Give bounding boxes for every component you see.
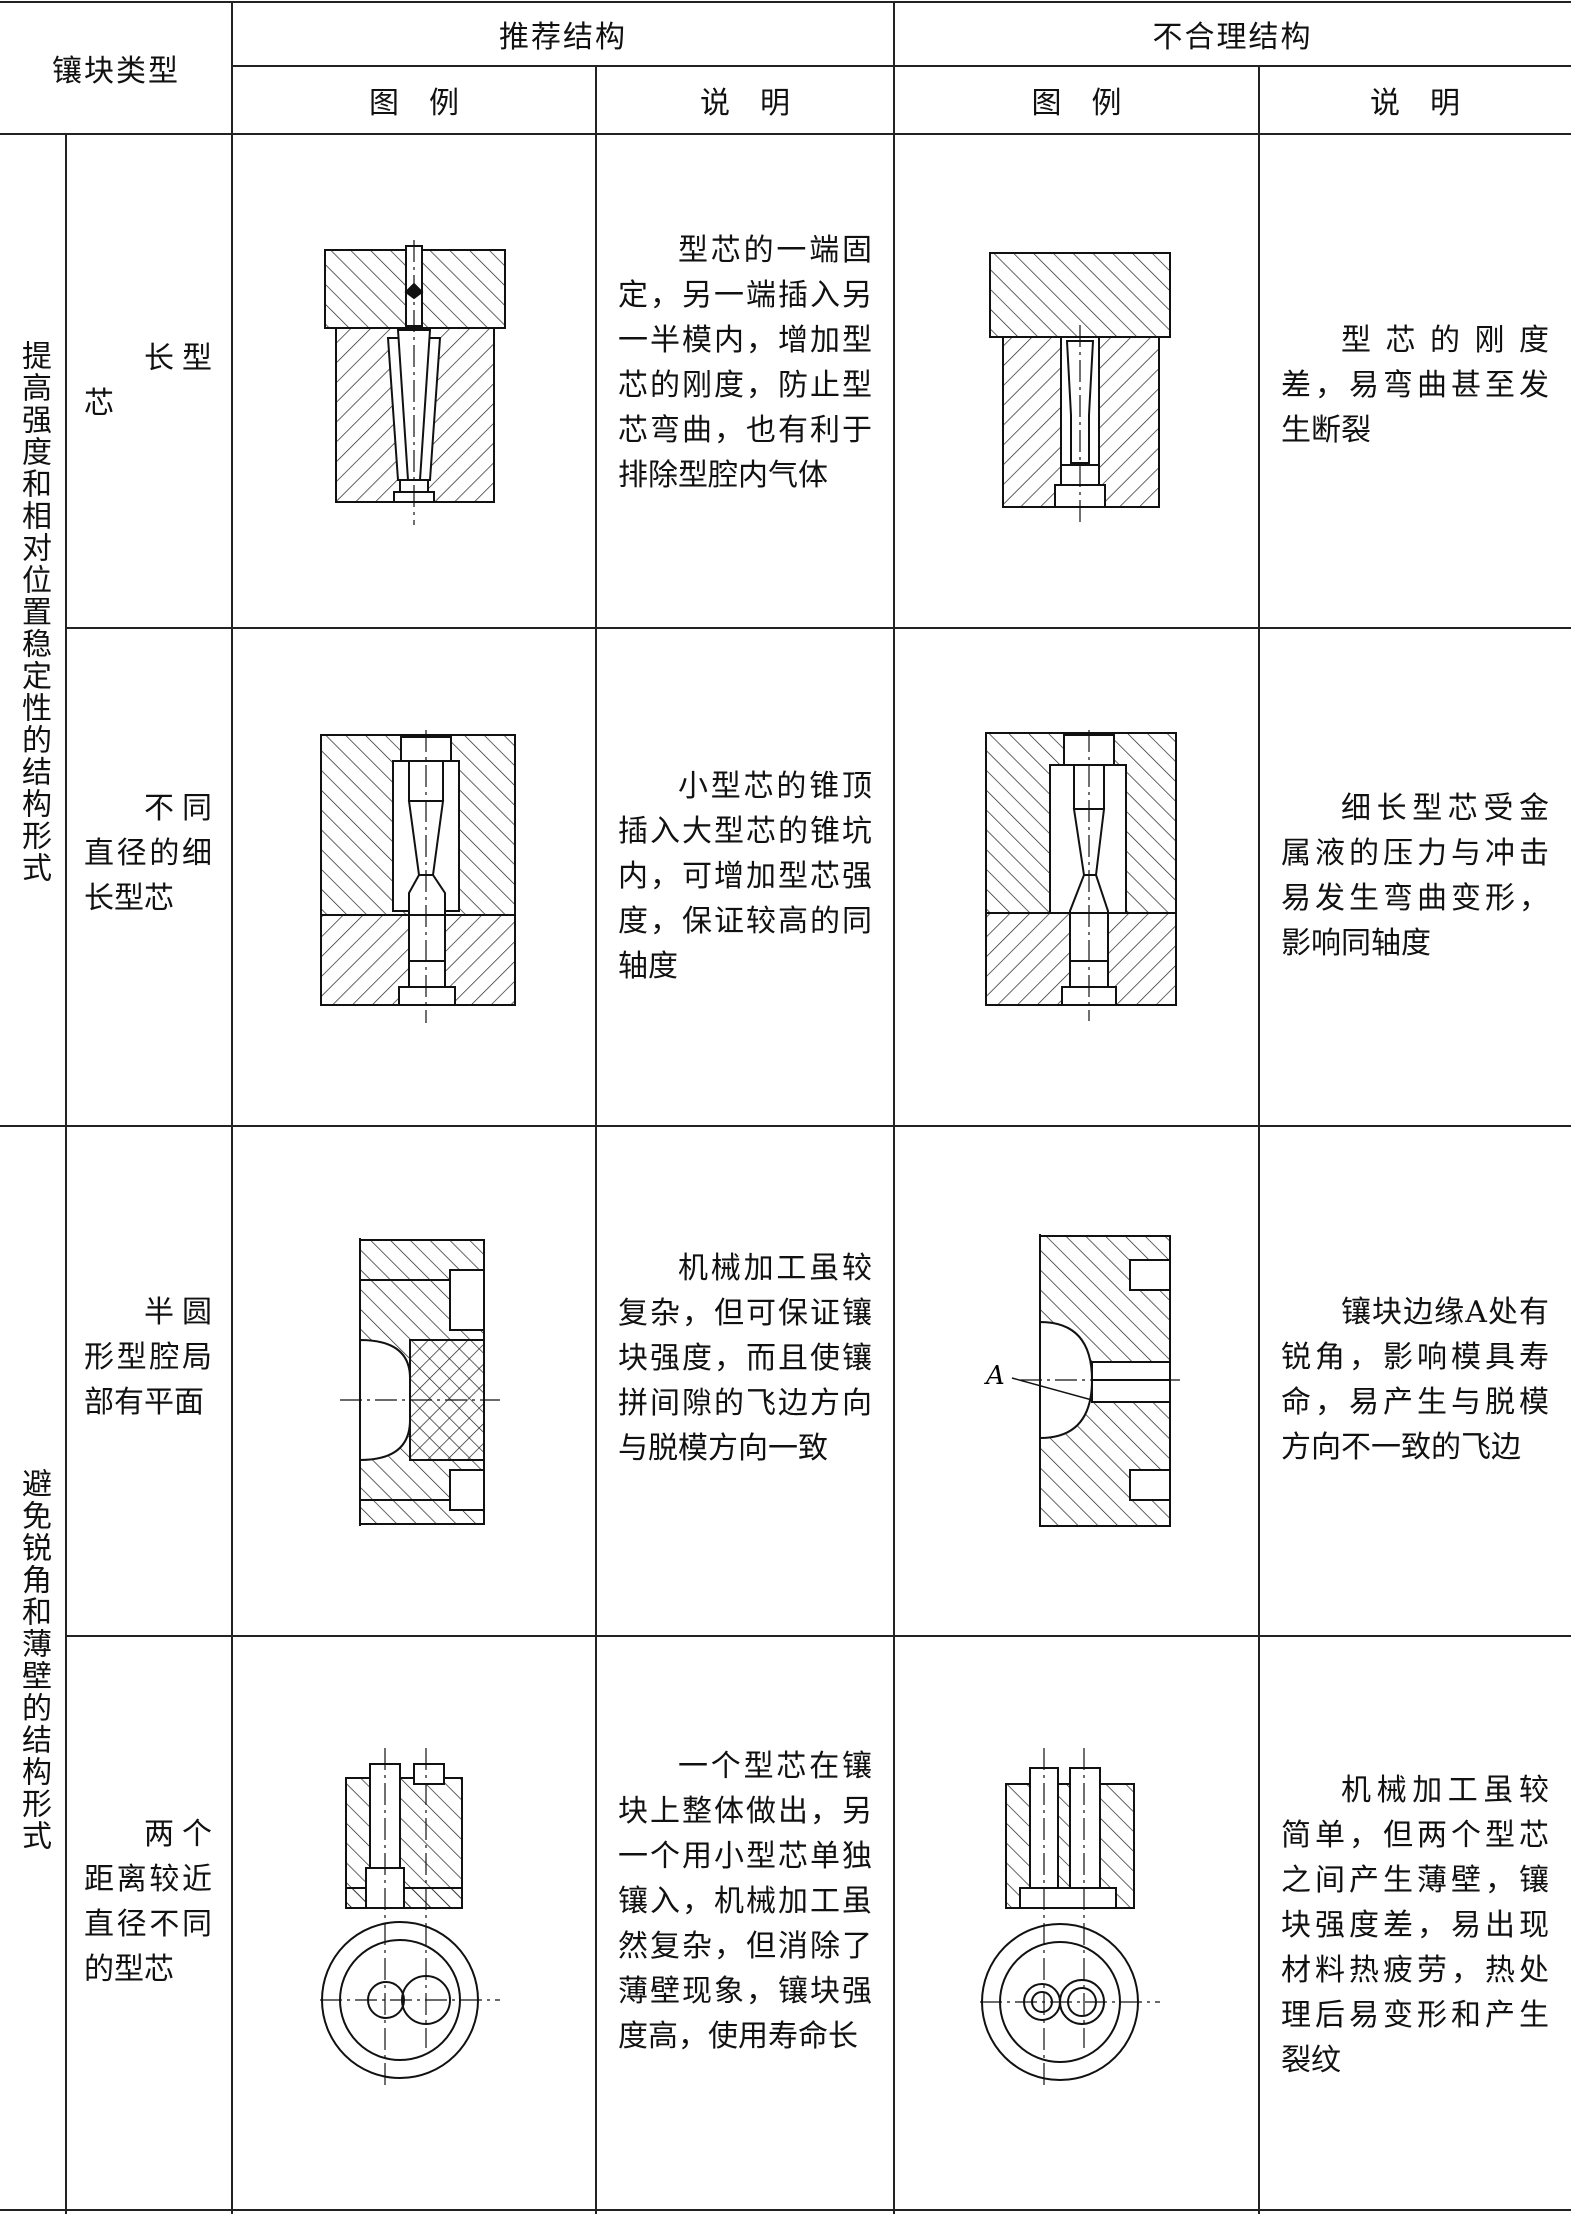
row1-good-diagram [324, 240, 506, 525]
header-type-label: 镶块类型 [52, 54, 180, 89]
row1-bad-diagram [989, 252, 1171, 523]
point-a-label: A [984, 1361, 1005, 1391]
group-label-strength: 提高强度和相对位置稳定性的结构形式 [16, 340, 51, 884]
header-unreasonable: 不合理结构 [1152, 20, 1313, 55]
row2-good-desc: 小型芯的锥顶插入大型芯的锥坑内，可增加型芯强度，保证较高的同轴度 [618, 769, 872, 984]
row1-bad-desc: 型芯的刚度差，易弯曲甚至发生断裂 [1281, 323, 1549, 448]
row1-good-desc: 型芯的一端固定，另一端插入另一半模内，增加型芯的刚度，防止型芯弯曲，也有利于排除… [618, 233, 872, 493]
header-recommended: 推荐结构 [499, 20, 627, 55]
row4-bad-diagram [980, 1748, 1160, 2088]
row2-bad-desc: 细长型芯受金属液的压力与冲击易发生弯曲变形，影响同轴度 [1281, 791, 1549, 961]
row4-bad-desc: 机械加工虽较简单，但两个型芯之间产生薄壁，镶块强度差，易出现材料热疲劳，热处理后… [1281, 1773, 1549, 2078]
header-good-fig: 图 例 [369, 86, 459, 121]
row2-bad-diagram [985, 730, 1177, 1021]
row-type-diff-diameter: 不同直径的细长型芯 [84, 791, 212, 916]
row2-good-diagram [320, 730, 516, 1023]
header-bad-desc: 说 明 [1370, 86, 1460, 121]
row-type-long-core: 长型芯 [84, 341, 212, 421]
row3-bad-desc: 镶块边缘A处有锐角，影响模具寿命，易产生与脱模方向不一致的飞边 [1281, 1295, 1549, 1465]
row3-good-diagram [340, 1238, 500, 1526]
header-good-desc: 说 明 [700, 86, 790, 121]
group-label-sharp-corner: 避免锐角和薄壁的结构形式 [16, 1468, 51, 1852]
header-bad-fig: 图 例 [1031, 86, 1122, 121]
row4-good-diagram [320, 1748, 500, 2088]
row-type-semicircle: 半圆形型腔局部有平面 [84, 1295, 212, 1420]
row3-good-desc: 机械加工虽较复杂，但可保证镶块强度，而且使镶拼间隙的飞边方向与脱模方向一致 [618, 1251, 872, 1466]
row3-bad-diagram: A [984, 1234, 1180, 1527]
row4-good-desc: 一个型芯在镶块上整体做出，另一个用小型芯单独镶入，机械加工虽然复杂，但消除了薄壁… [618, 1749, 872, 2054]
row-type-two-cores: 两个距离较近直径不同的型芯 [84, 1817, 212, 1987]
